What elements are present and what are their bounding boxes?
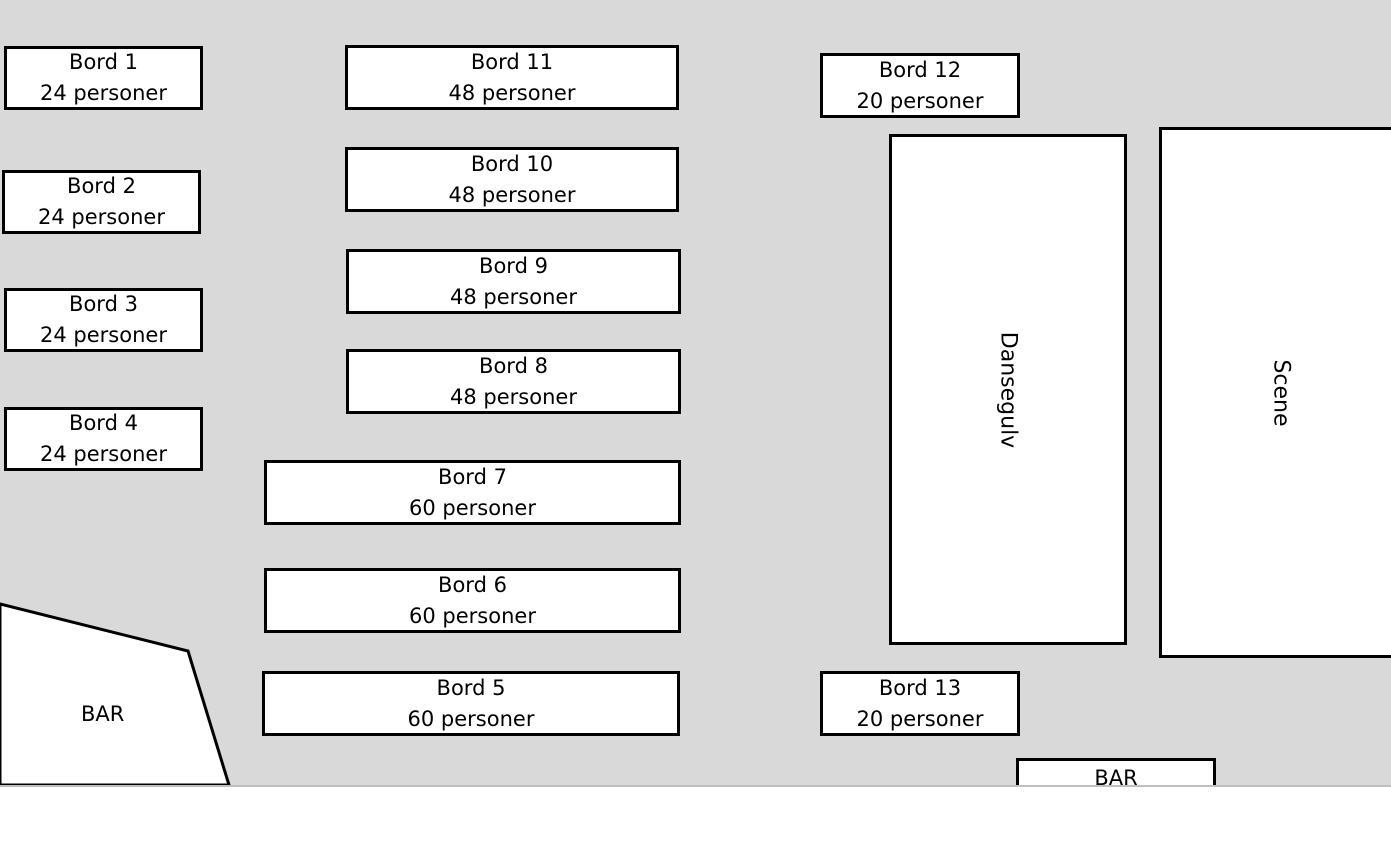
- table-capacity: 24 personer: [38, 205, 165, 229]
- table-capacity: 48 personer: [450, 284, 577, 309]
- table-name: Bord 13: [878, 675, 962, 700]
- bar-left-label: BAR: [81, 702, 125, 726]
- table-capacity: 20 personer: [856, 706, 984, 731]
- bar-bottom: BAR: [1016, 758, 1216, 787]
- table-name: Bord 6: [438, 572, 507, 597]
- table-6: Bord 6 60 personer: [264, 568, 681, 633]
- table-2: Bord 2 24 personer: [2, 170, 201, 234]
- table-capacity: 60 personer: [409, 495, 536, 520]
- table-name: Bord 3: [69, 292, 138, 316]
- table-capacity: 48 personer: [448, 182, 576, 207]
- table-13: Bord 13 20 personer: [820, 671, 1020, 736]
- stage: Scene: [1159, 127, 1391, 658]
- bar-bottom-label: BAR: [1094, 766, 1138, 787]
- table-5: Bord 5 60 personer: [262, 671, 680, 736]
- table-name: Bord 2: [67, 174, 136, 198]
- table-12: Bord 12 20 personer: [820, 53, 1020, 118]
- table-capacity: 48 personer: [448, 80, 576, 105]
- table-name: Bord 8: [479, 353, 548, 378]
- table-4: Bord 4 24 personer: [4, 407, 203, 471]
- table-name: Bord 12: [878, 57, 962, 82]
- table-capacity: 48 personer: [450, 384, 577, 409]
- table-11: Bord 11 48 personer: [345, 45, 679, 110]
- floor-plan: BAR Bord 1 24 personer Bord 2 24 persone…: [0, 0, 1391, 787]
- table-7: Bord 7 60 personer: [264, 460, 681, 525]
- table-capacity: 24 personer: [40, 323, 167, 347]
- table-name: Bord 5: [436, 675, 506, 700]
- table-name: Bord 7: [438, 464, 507, 489]
- stage-label: Scene: [1268, 358, 1293, 427]
- table-name: Bord 10: [470, 151, 554, 176]
- table-capacity: 24 personer: [40, 442, 167, 466]
- dance-floor: Dansegulv: [889, 134, 1127, 645]
- table-name: Bord 4: [69, 411, 138, 435]
- table-10: Bord 10 48 personer: [345, 147, 679, 212]
- table-capacity: 60 personer: [409, 603, 536, 628]
- table-capacity: 24 personer: [40, 81, 167, 105]
- dance-floor-label: Dansegulv: [995, 331, 1021, 448]
- table-1: Bord 1 24 personer: [4, 46, 203, 110]
- table-capacity: 20 personer: [856, 88, 984, 113]
- table-3: Bord 3 24 personer: [4, 288, 203, 352]
- table-9: Bord 9 48 personer: [346, 249, 681, 314]
- table-name: Bord 9: [479, 253, 548, 278]
- table-8: Bord 8 48 personer: [346, 349, 681, 414]
- table-capacity: 60 personer: [407, 706, 535, 731]
- table-name: Bord 11: [470, 49, 554, 74]
- table-name: Bord 1: [69, 50, 138, 74]
